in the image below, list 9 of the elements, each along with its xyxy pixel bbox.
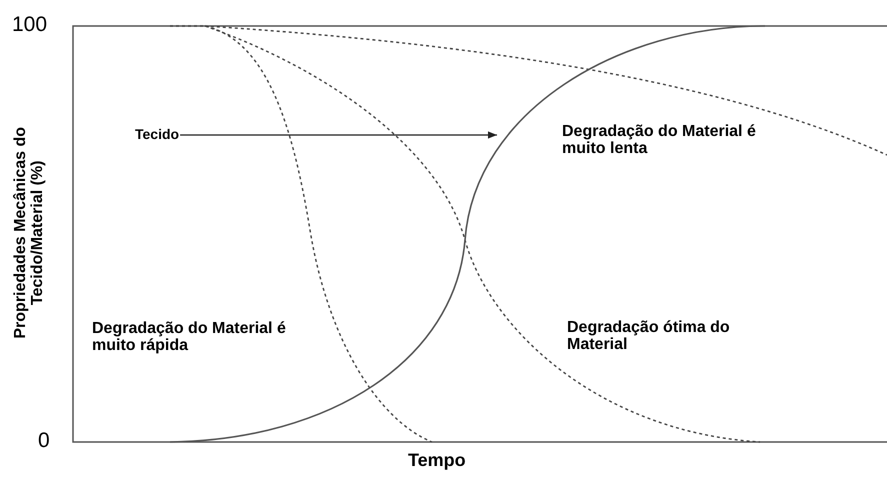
leader-line xyxy=(180,131,497,139)
region-label: Degradação ótima do Material xyxy=(567,320,731,354)
region-label: Degradação do Material é muito lenta xyxy=(562,124,757,158)
region-label: Degradação do Material é muito rápida xyxy=(92,321,287,355)
axis-tick-label: 0 xyxy=(38,430,50,452)
axis-title: Tempo xyxy=(408,451,466,470)
axis-tick-label: 100 xyxy=(12,14,48,36)
curve-label: Tecido xyxy=(135,127,180,142)
axis-title: Propriedades Mecânicas do Tecido/Material (%) xyxy=(13,126,47,341)
